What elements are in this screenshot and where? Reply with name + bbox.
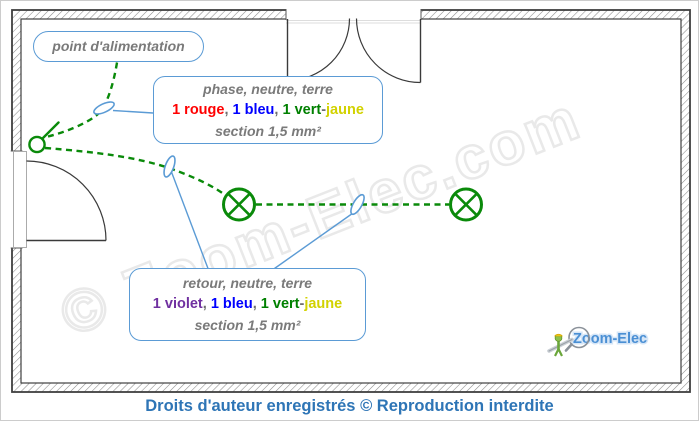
cable-markers	[93, 101, 365, 216]
phase-wire-colors-line: 1 rouge, 1 bleu, 1 vert-jaune	[154, 100, 382, 121]
lamp-cable-1	[44, 146, 228, 198]
leader-line-phase	[112, 109, 154, 114]
wire-separator: ,	[202, 296, 211, 312]
wire-segment: 1 vert	[260, 296, 300, 312]
lamp-symbols	[222, 187, 483, 222]
leader-line-retour-1	[170, 171, 209, 269]
leader-lines	[112, 109, 355, 270]
retour-cable-callout: retour, neutre, terre 1 violet, 1 bleu, …	[129, 268, 366, 341]
wire-segment: 1 bleu	[210, 296, 253, 312]
supply-point-callout: point d'alimentation	[33, 31, 204, 62]
zoomelec-logo-text: Zoom-Elec	[573, 331, 647, 347]
wire-separator: ,	[252, 296, 261, 312]
supply-point-label: point d'alimentation	[52, 38, 185, 54]
retour-wire-colors-line: 1 violet, 1 bleu, 1 vert-jaune	[130, 294, 365, 315]
cable-marker-1	[93, 101, 115, 115]
left-door	[10, 150, 107, 249]
supply-cable	[47, 62, 119, 138]
wire-separator: ,	[224, 101, 233, 118]
wire-segment: jaune	[304, 296, 343, 312]
retour-callout-line1: retour, neutre, terre	[182, 275, 313, 291]
phase-cable-callout: phase, neutre, terre 1 rouge, 1 bleu, 1 …	[153, 76, 383, 144]
copyright-notice: Droits d'auteur enregistrés © Reproducti…	[145, 397, 554, 415]
wire-separator: -	[299, 296, 305, 312]
zoomelec-logo: Zoom-Elec	[547, 326, 649, 357]
wire-segment: 1 bleu	[232, 101, 275, 118]
wire-segment: 1 vert	[282, 101, 322, 118]
cable-marker-3	[350, 193, 365, 216]
lamp-symbol-2	[449, 187, 483, 222]
phase-callout-line1: phase, neutre, terre	[203, 80, 333, 97]
cable-marker-2	[163, 155, 176, 178]
top-double-door	[285, 8, 422, 84]
wire-segment: jaune	[326, 101, 364, 118]
wire-separator: -	[321, 101, 327, 118]
electrician-figure-icon	[547, 333, 574, 357]
leader-line-retour-2	[274, 211, 355, 270]
magnifier-icon	[568, 326, 590, 349]
wire-segment: 1 violet	[152, 296, 203, 312]
retour-callout-line3: section 1,5 mm²	[194, 317, 301, 333]
phase-callout-line3: section 1,5 mm²	[215, 122, 321, 139]
supply-point-symbol	[28, 121, 60, 154]
wire-separator: ,	[274, 101, 283, 118]
wire-segment: 1 rouge	[172, 101, 225, 118]
lamp-symbol-1	[222, 187, 256, 222]
